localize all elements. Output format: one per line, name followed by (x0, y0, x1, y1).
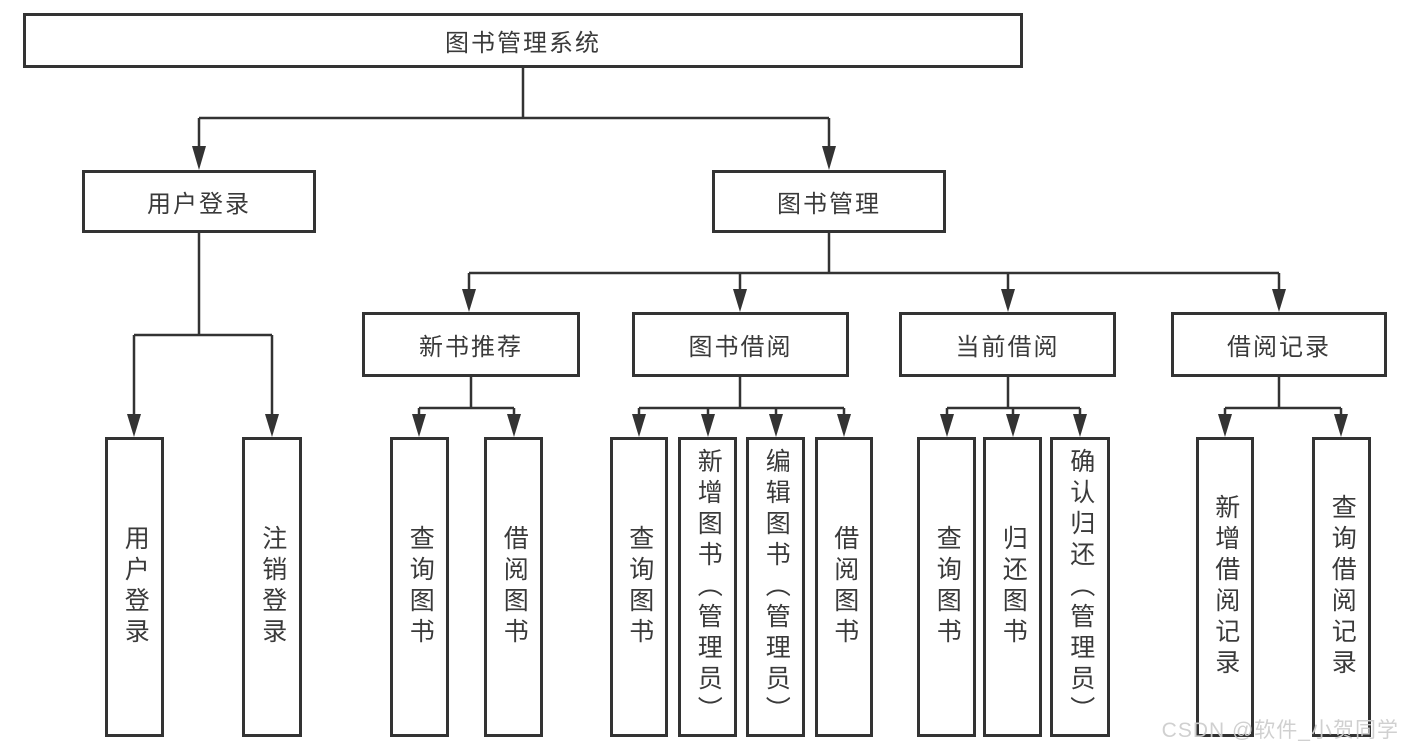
connector-book-management (462, 233, 1286, 312)
leaf-borrow-books-recommend: 借阅图书 (484, 437, 543, 737)
node-current-borrowing: 当前借阅 (899, 312, 1116, 377)
connector-borrowing-records (1218, 377, 1348, 437)
node-label: 用户登录 (121, 525, 150, 649)
node-new-book-recommendation: 新书推荐 (362, 312, 580, 377)
node-label: 借阅图书 (500, 525, 529, 649)
leaf-add-book-admin: 新增图书（管理员） (678, 437, 737, 737)
connector-user-login (127, 233, 279, 437)
node-user-login: 用户登录 (82, 170, 316, 233)
leaf-query-books-borrow: 查询图书 (610, 437, 668, 737)
connector-book-borrowing (632, 377, 851, 437)
node-label: 图书管理 (777, 191, 881, 218)
leaf-query-borrow-record: 查询借阅记录 (1312, 437, 1371, 737)
node-book-management: 图书管理 (712, 170, 946, 233)
node-label: 查询借阅记录 (1328, 494, 1357, 680)
node-label: 注销登录 (258, 525, 287, 649)
node-label: 编辑图书（管理员） (762, 447, 791, 727)
connector-root (192, 68, 836, 170)
node-label: 当前借阅 (955, 334, 1060, 361)
node-label: 查询图书 (933, 525, 962, 649)
node-label: 查询图书 (625, 525, 654, 649)
csdn-watermark: CSDN @软件_小贺同学 (1161, 719, 1399, 742)
leaf-edit-book-admin: 编辑图书（管理员） (746, 437, 805, 737)
node-label: 新书推荐 (419, 334, 523, 361)
node-label: 借阅记录 (1227, 334, 1331, 361)
node-library-management-system: 图书管理系统 (23, 13, 1023, 68)
leaf-logout: 注销登录 (242, 437, 302, 737)
node-label: 查询图书 (406, 525, 435, 649)
node-book-borrowing: 图书借阅 (632, 312, 849, 377)
leaf-query-books-recommend: 查询图书 (390, 437, 449, 737)
leaf-return-books: 归还图书 (983, 437, 1042, 737)
node-label: 图书管理系统 (445, 30, 601, 57)
leaf-confirm-return-admin: 确认归还（管理员） (1050, 437, 1110, 737)
node-label: 确认归还（管理员） (1066, 447, 1095, 727)
connector-new-book-recommendation (412, 377, 521, 437)
leaf-user-login: 用户登录 (105, 437, 164, 737)
leaf-borrow-books: 借阅图书 (815, 437, 873, 737)
node-label: 新增借阅记录 (1211, 494, 1240, 680)
node-label: 归还图书 (999, 525, 1028, 649)
node-label: 用户登录 (147, 191, 251, 218)
node-borrowing-records: 借阅记录 (1171, 312, 1387, 377)
node-label: 图书借阅 (688, 334, 793, 361)
node-label: 新增图书（管理员） (694, 447, 723, 727)
leaf-add-borrow-record: 新增借阅记录 (1196, 437, 1254, 737)
leaf-query-books-current: 查询图书 (917, 437, 976, 737)
connector-current-borrowing (940, 377, 1087, 437)
node-label: 借阅图书 (830, 525, 859, 649)
